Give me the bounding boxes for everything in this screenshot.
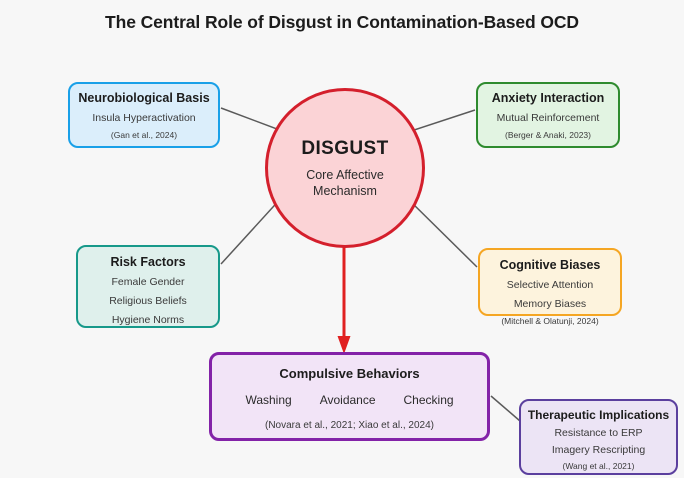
node-anxiety-interaction[interactable]: Anxiety Interaction Mutual Reinforcement… — [476, 82, 620, 148]
node-compulsive-behavior-2: Avoidance — [319, 393, 376, 407]
central-node-subtitle: Core Affective Mechanism — [306, 167, 384, 199]
node-risk-title: Risk Factors — [110, 255, 186, 269]
connector-risk-to-central — [220, 195, 284, 265]
node-neuro-title: Neurobiological Basis — [78, 91, 210, 105]
node-cognitive-title: Cognitive Biases — [499, 258, 601, 272]
node-neuro-citation: (Gan et al., 2024) — [110, 130, 178, 140]
node-cognitive-citation: (Mitchell & Olatunji, 2024) — [501, 316, 599, 326]
node-risk-detail-1: Female Gender — [111, 276, 185, 288]
connector-cognitive-to-central — [406, 197, 478, 268]
node-compulsive-behavior-list: Washing Avoidance Checking — [245, 393, 453, 407]
node-risk-detail-3: Hygiene Norms — [111, 314, 185, 326]
node-neurobiological-basis[interactable]: Neurobiological Basis Insula Hyperactiva… — [68, 82, 220, 148]
node-cognitive-biases[interactable]: Cognitive Biases Selective Attention Mem… — [478, 248, 622, 326]
central-subtitle-line2: Mechanism — [313, 183, 377, 198]
central-subtitle-line1: Core Affective — [306, 167, 384, 182]
node-risk-factors[interactable]: Risk Factors Female Gender Religious Bel… — [76, 245, 220, 328]
node-therapeutic-detail-1: Resistance to ERP — [554, 427, 643, 439]
node-risk-detail-2: Religious Beliefs — [109, 295, 187, 307]
connector-compulsive-to-therapeutic — [490, 395, 521, 422]
node-compulsive-behaviors[interactable]: Compulsive Behaviors Washing Avoidance C… — [209, 352, 490, 441]
node-anxiety-detail: Mutual Reinforcement — [496, 112, 600, 124]
node-compulsive-behavior-1: Washing — [245, 393, 292, 407]
node-neuro-detail: Insula Hyperactivation — [92, 112, 196, 124]
node-therapeutic-detail-2: Imagery Rescripting — [551, 444, 646, 456]
node-therapeutic-citation: (Wang et al., 2021) — [562, 461, 635, 471]
node-therapeutic-title: Therapeutic Implications — [527, 408, 670, 422]
node-therapeutic-implications[interactable]: Therapeutic Implications Resistance to E… — [519, 399, 678, 475]
central-node-disgust[interactable]: DISGUST Core Affective Mechanism — [265, 88, 425, 248]
node-compulsive-citation: (Novara et al., 2021; Xiao et al., 2024) — [265, 420, 434, 431]
node-cognitive-detail-1: Selective Attention — [506, 279, 594, 291]
page-title: The Central Role of Disgust in Contamina… — [105, 12, 579, 32]
node-compulsive-behavior-3: Checking — [403, 393, 454, 407]
node-cognitive-detail-2: Memory Biases — [513, 298, 587, 310]
central-node-label: DISGUST — [301, 137, 389, 159]
node-compulsive-title: Compulsive Behaviors — [279, 366, 420, 381]
node-anxiety-citation: (Berger & Anaki, 2023) — [505, 130, 591, 140]
node-anxiety-title: Anxiety Interaction — [491, 91, 605, 105]
